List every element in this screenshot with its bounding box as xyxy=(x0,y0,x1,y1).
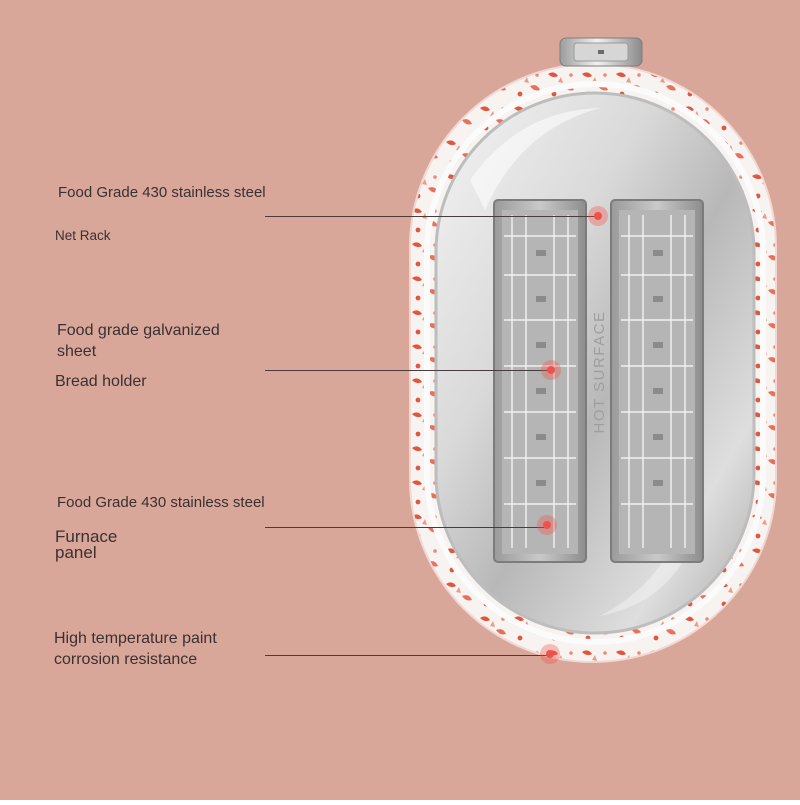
hot-surface-engraving: HOT SURFACE xyxy=(591,311,608,434)
callout-top-marker-icon xyxy=(588,206,608,226)
right-slot xyxy=(610,199,704,563)
callout-middle-marker-icon xyxy=(541,360,561,380)
callout-top-leader-line xyxy=(265,216,595,217)
left-slot xyxy=(493,199,587,563)
callout-lower-material: Food Grade 430 stainless steel xyxy=(57,494,265,511)
bread-rack-icon xyxy=(504,215,576,548)
callout-bottom-leader-line xyxy=(265,655,548,656)
callout-lower-part: Furnace panel xyxy=(55,527,118,563)
callout-lower-leader-line xyxy=(265,527,547,528)
callout-bottom-part: corrosion resistance xyxy=(54,651,198,668)
control-knob-icon xyxy=(559,37,643,67)
callout-middle-leader-line xyxy=(265,370,549,371)
callout-lower-marker-icon xyxy=(537,515,557,535)
callout-bottom-material: High temperature paint xyxy=(54,630,217,647)
callout-top-part: Net Rack xyxy=(55,228,111,243)
callout-top-material: Food Grade 430 stainless steel xyxy=(58,184,266,201)
callout-bottom-marker-icon xyxy=(540,644,560,664)
callout-middle-part: Bread holder xyxy=(55,373,147,390)
callout-middle-material: Food grade galvanized sheet xyxy=(57,322,220,360)
